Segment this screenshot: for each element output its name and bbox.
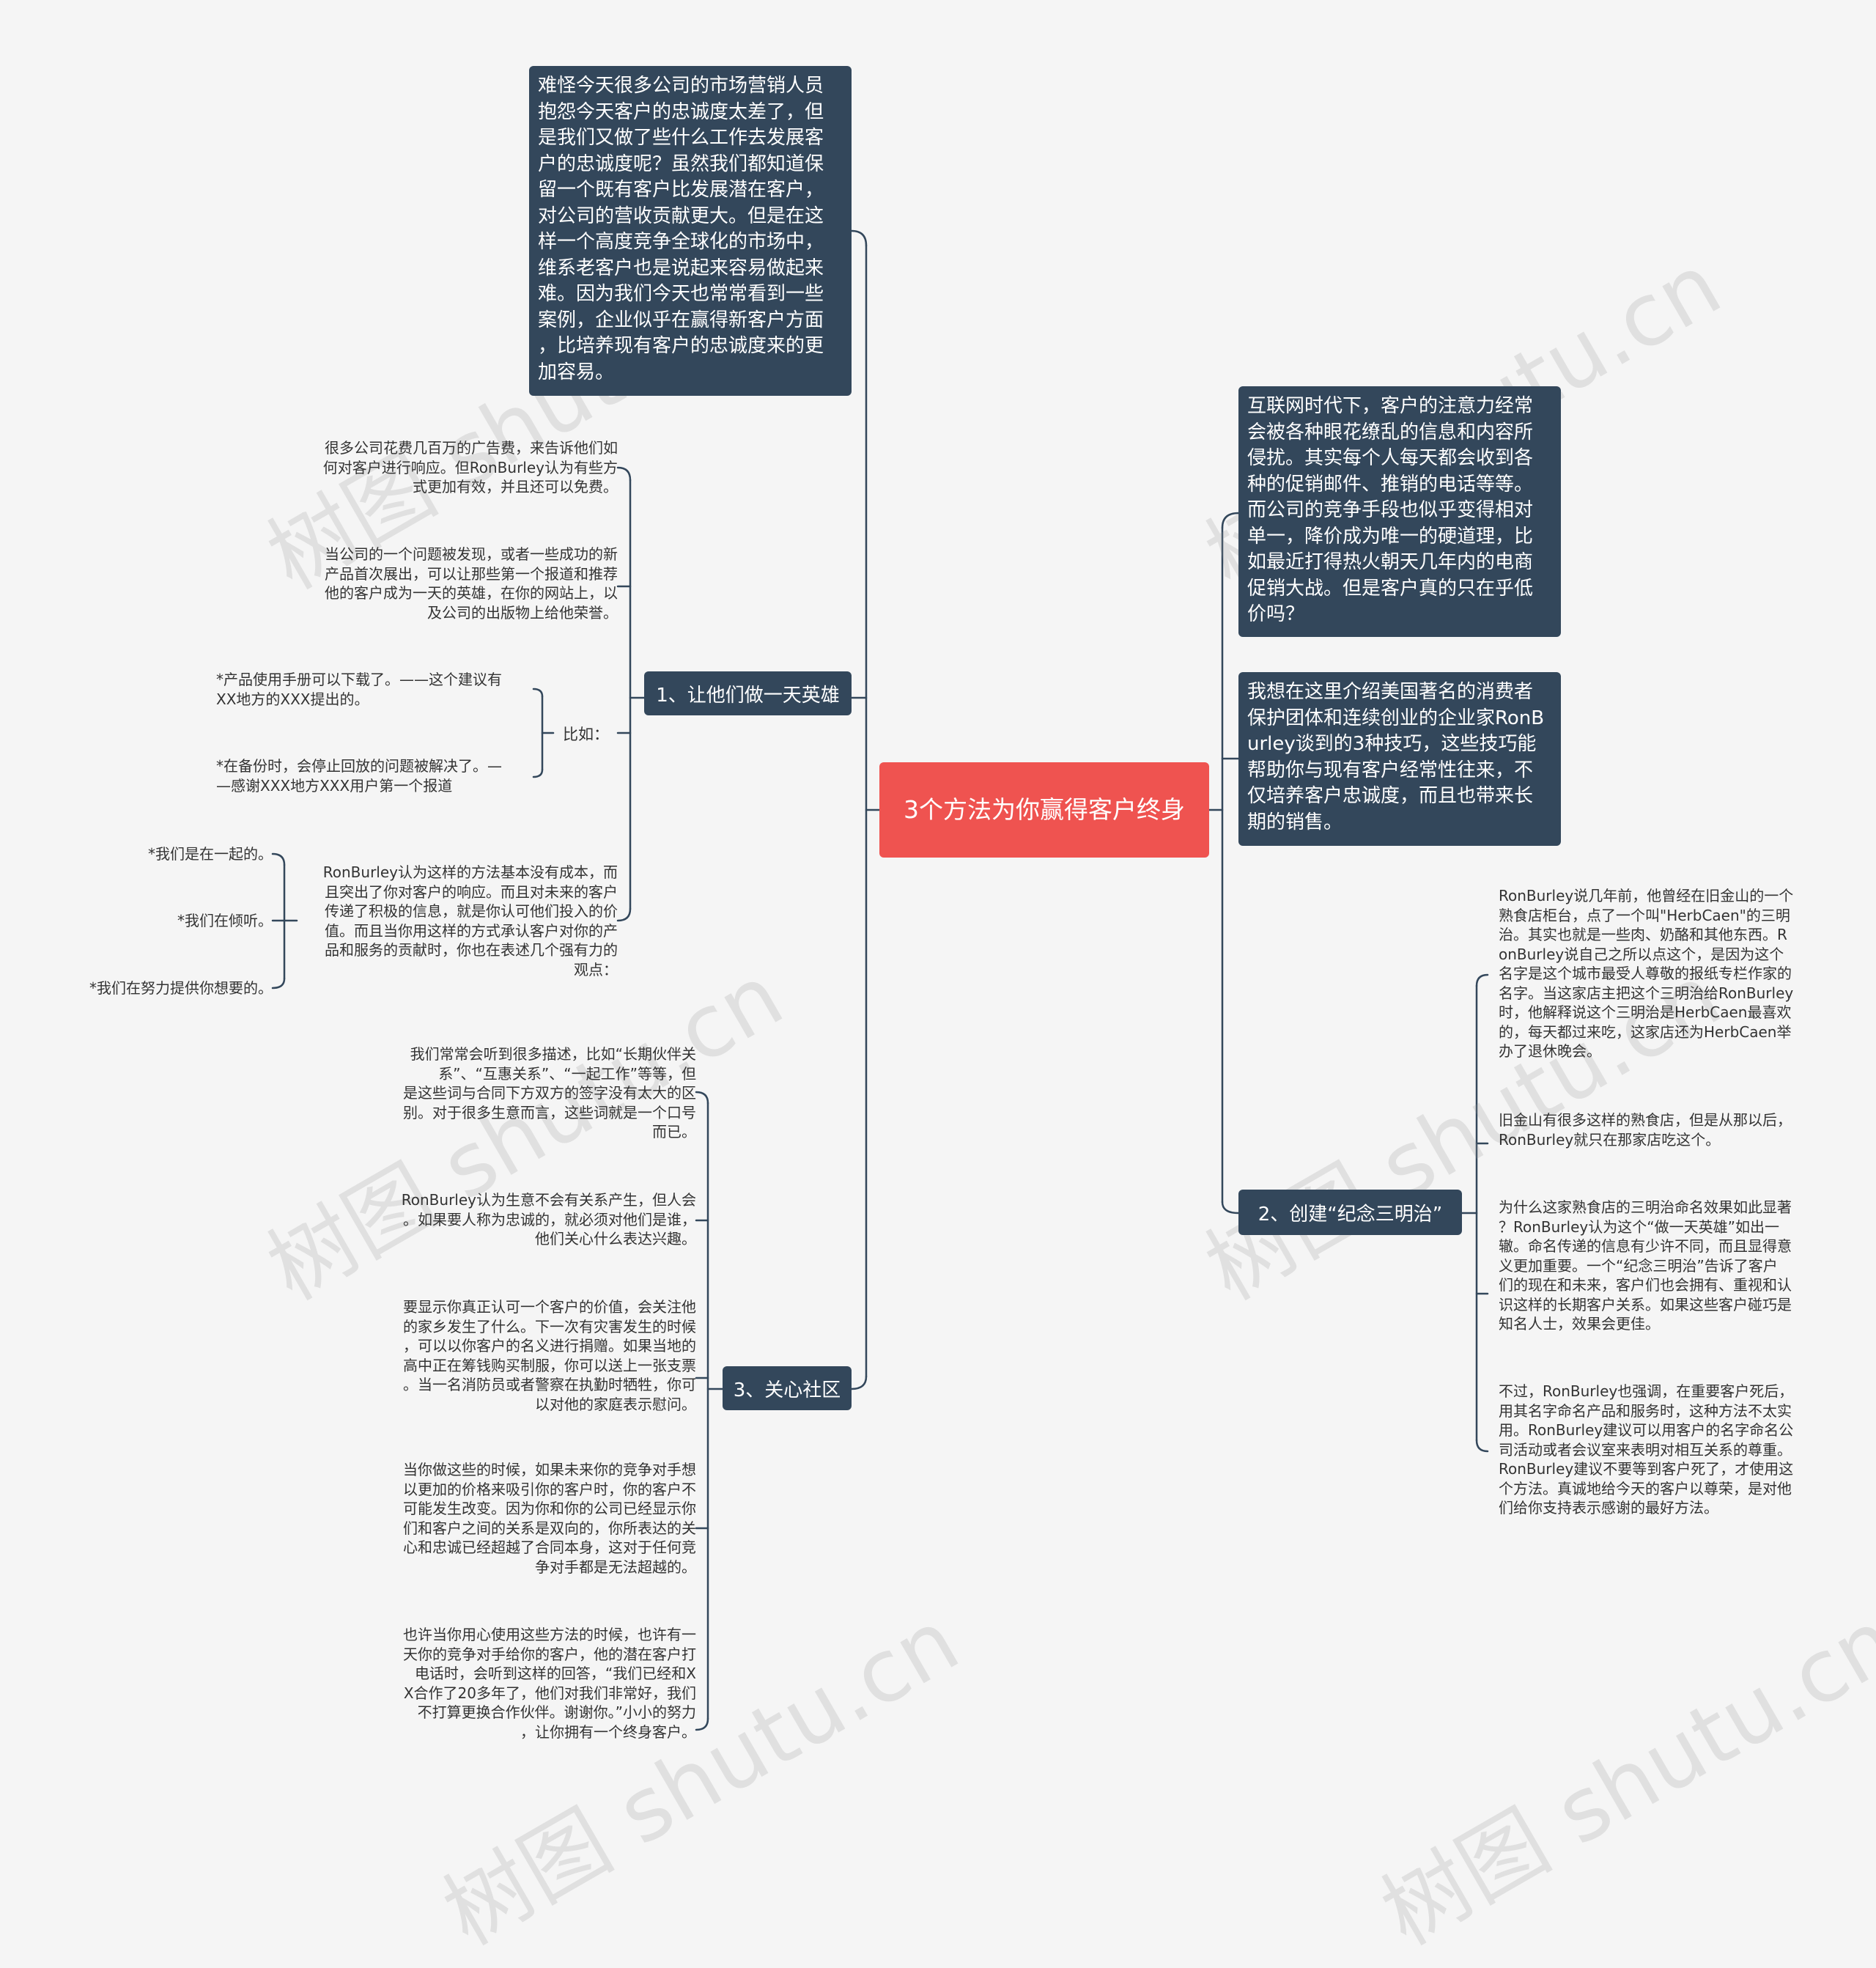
b1-leaf-no-cost: RonBurley认为这样的方法基本没有成本，而 且突出了你对客户的响应。而且对… xyxy=(322,863,618,979)
branch-make-hero[interactable]: 1、让他们做一天英雄 xyxy=(644,671,852,715)
b2-leaf-only-store: 旧金山有很多这样的熟食店，但是从那以后， RonBurley就只在那家店吃这个。 xyxy=(1499,1111,1792,1149)
line-point1 xyxy=(271,852,286,866)
point-listening: *我们在倾听。 xyxy=(177,912,273,929)
example-item-manual: *产品使用手册可以下载了。——这个建议有 XX地方的XXX提出的。 xyxy=(216,671,502,708)
b3-leaf-slogan: 我们常常会听到很多描述，比如“长期伙伴关 系”、“互惠关系”、“一起工作”等等，… xyxy=(403,1045,696,1140)
point-together: *我们是在一起的。 xyxy=(148,845,273,863)
line-example1 xyxy=(532,688,544,698)
line-right-intro1 xyxy=(1221,512,1240,529)
central-topic[interactable]: 3个方法为你赢得客户终身 xyxy=(879,762,1209,858)
line-left-intro xyxy=(850,229,868,247)
line-branch2 xyxy=(1221,1201,1240,1215)
b2-leaf-herbcaen: RonBurley说几年前，他曾经在旧金山的一个 熟食店柜台，点了一个叫"Her… xyxy=(1499,887,1794,1060)
connector-lines xyxy=(271,229,1489,1731)
line-b1-leaf3 xyxy=(616,907,632,922)
line-branch3 xyxy=(850,1375,868,1390)
b3-leaf-lifetime: 也许当你用心使用这些方法的时候，也许有一 天你的竞争对手给你的客户，他的潜在客户… xyxy=(403,1626,696,1741)
left-intro-node[interactable]: 难怪今天很多公司的市场营销人员 抱怨今天客户的忠诚度太差了，但 是我们又做了些什… xyxy=(529,66,852,396)
line-b2-leaf4 xyxy=(1475,1439,1489,1453)
b2-leaf-honor-today: 不过，RonBurley也强调，在重要客户死后， 用其名字命名产品和服务时，这种… xyxy=(1499,1382,1794,1516)
line-b3-leaf5 xyxy=(695,1717,709,1731)
line-b2-leaf1 xyxy=(1475,973,1489,987)
b3-leaf-competitor: 当你做这些的时候，如果未来你的竞争对手想 以更加的价格来吸引你的客户时，你的客户… xyxy=(403,1461,696,1576)
line-point3 xyxy=(271,977,286,989)
b3-leaf-people: RonBurley认为生意不会有关系产生，但人会 。如果要人称为忠诚的，就必须对… xyxy=(401,1191,696,1247)
point-providing: *我们在努力提供你想要的。 xyxy=(89,979,273,997)
b3-leaf-hometown: 要显示你真正认可一个客户的价值，会关注他 的家乡发生了什么。下一次有灾害发生的时… xyxy=(403,1298,696,1413)
right-intro-ronburley[interactable]: 我想在这里介绍美国著名的消费者 保护团体和连续创业的企业家RonB urley谈… xyxy=(1238,672,1561,846)
b2-leaf-why-effective: 为什么这家熟食店的三明治命名效果如此显著 ？RonBurley认为这个“做一天英… xyxy=(1499,1198,1792,1333)
example-item-backup: *在备份时，会停止回放的问题被解决了。— —感谢XXX地方XXX用户第一个报道 xyxy=(216,757,502,795)
line-b3-leaf1 xyxy=(695,1091,709,1105)
right-intro-attention[interactable]: 互联网时代下，客户的注意力经常 会被各种眼花缭乱的信息和内容所 侵扰。其实每个人… xyxy=(1238,386,1561,637)
b1-leaf-hero-day: 当公司的一个问题被发现，或者一些成功的新 产品首次展出，可以让那些第一个报道和推… xyxy=(325,545,618,622)
b1-leaf-ad-cost: 很多公司花费几百万的广告费，来告诉他们如 何对客户进行响应。但RonBurley… xyxy=(322,439,618,495)
line-example2 xyxy=(532,768,544,778)
line-b1-leaf1 xyxy=(616,466,632,482)
branch-care-community[interactable]: 3、关心社区 xyxy=(723,1366,852,1410)
branch-memorial-sandwich[interactable]: 2、创建“纪念三明治” xyxy=(1238,1190,1462,1235)
example-label: 比如： xyxy=(563,726,609,743)
